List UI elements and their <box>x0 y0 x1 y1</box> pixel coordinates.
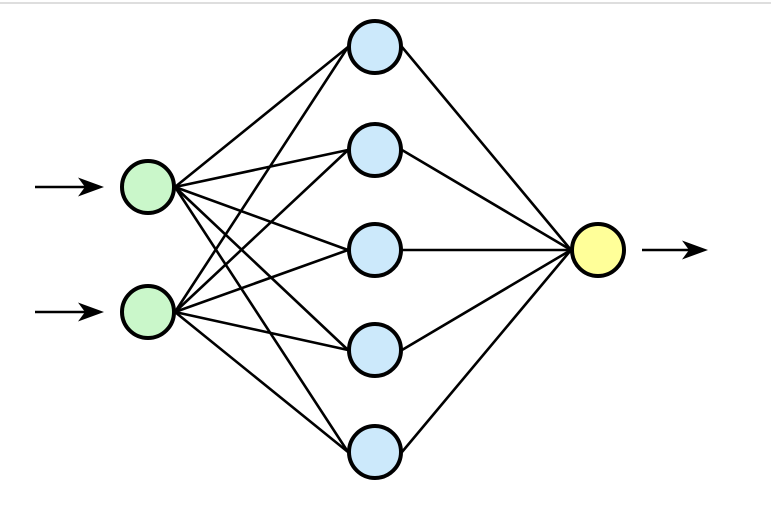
window-top-border <box>0 2 771 4</box>
edge-input-2-hidden-1 <box>173 45 350 314</box>
node-hidden-1 <box>347 19 403 75</box>
edge-hidden-2-output-1 <box>400 148 573 252</box>
node-hidden-5 <box>347 424 403 480</box>
edge-input-1-hidden-3 <box>173 185 350 252</box>
edge-hidden-5-output-1 <box>400 248 573 454</box>
edge-hidden-4-output-1 <box>400 248 573 352</box>
edge-input-1-hidden-1 <box>173 45 350 189</box>
input-arrow-1-head-icon <box>78 177 104 197</box>
edge-input-1-hidden-4 <box>173 185 350 352</box>
node-hidden-3 <box>347 222 403 278</box>
edge-input-2-hidden-3 <box>173 248 350 314</box>
node-hidden-2 <box>347 122 403 178</box>
edge-hidden-1-output-1 <box>400 45 573 252</box>
node-hidden-4 <box>347 322 403 378</box>
input-arrow-2-head-icon <box>78 302 104 322</box>
node-input-2 <box>120 284 176 340</box>
edge-input-2-hidden-5 <box>173 310 350 454</box>
edge-input-1-hidden-5 <box>173 185 350 454</box>
output-arrow-head-icon <box>682 240 708 260</box>
node-input-1 <box>120 159 176 215</box>
edge-input-1-hidden-2 <box>173 148 350 189</box>
node-output-1 <box>570 222 626 278</box>
edge-input-2-hidden-4 <box>173 310 350 352</box>
edge-input-2-hidden-2 <box>173 148 350 314</box>
